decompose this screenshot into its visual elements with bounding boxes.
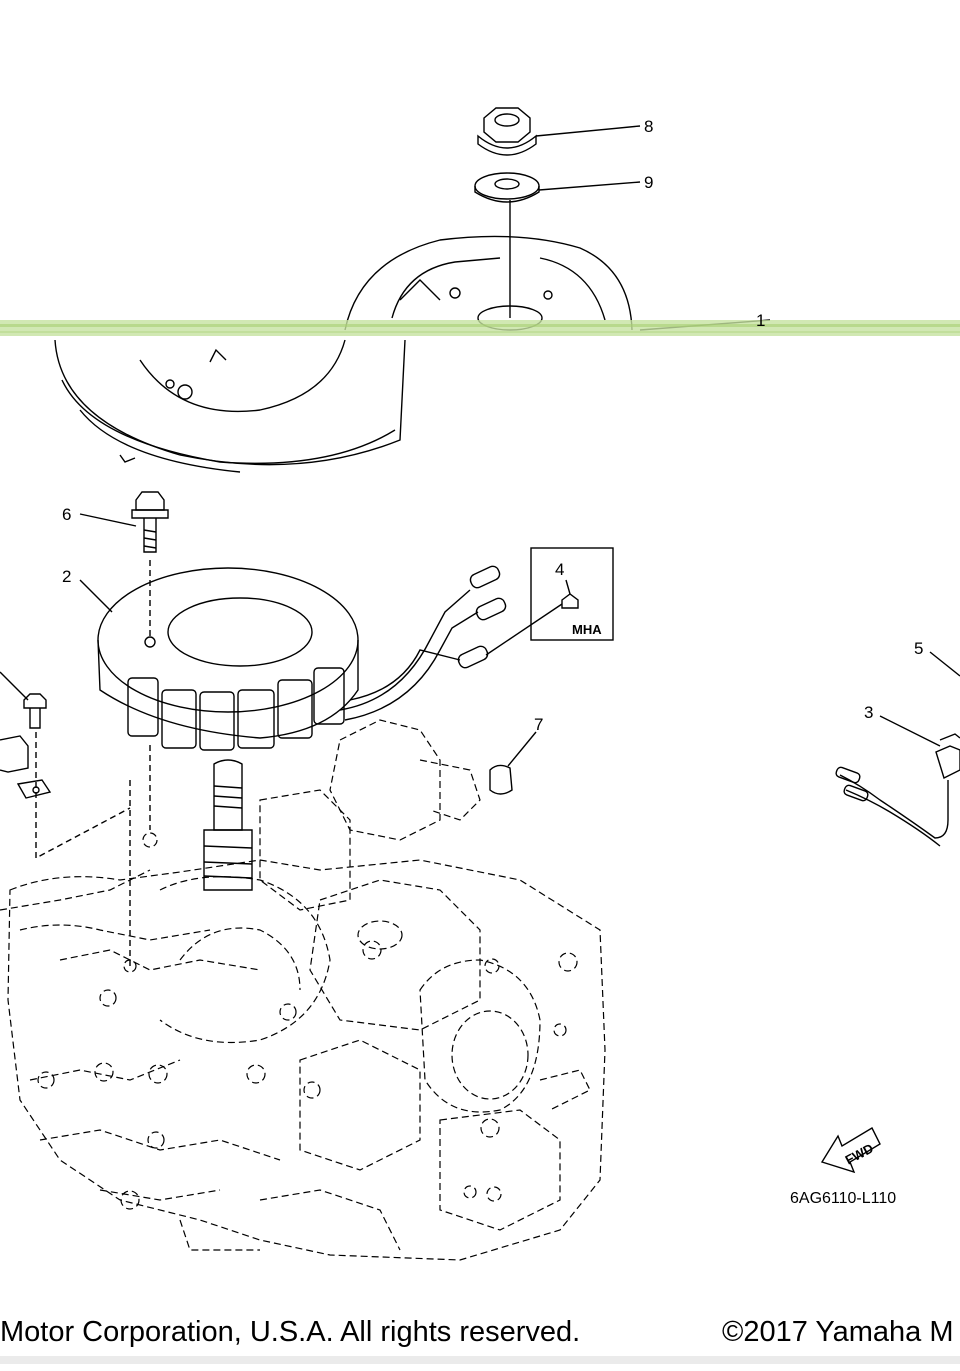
fwd-arrow-label: FWD bbox=[843, 1140, 876, 1167]
callout-7: 7 bbox=[534, 715, 543, 734]
left-bracket-part bbox=[0, 693, 52, 799]
leader-line-5 bbox=[929, 651, 960, 677]
leader-line-6 bbox=[79, 513, 137, 527]
leader-line-3 bbox=[879, 715, 941, 747]
callout-2: 2 bbox=[62, 567, 71, 586]
leader-line-2 bbox=[79, 579, 113, 613]
callout-9: 9 bbox=[644, 173, 653, 192]
stator-coil-part bbox=[97, 565, 507, 751]
callout-5: 5 bbox=[914, 639, 923, 658]
crankshaft-part bbox=[203, 759, 253, 891]
drawing-code: 6AG6110-L110 bbox=[790, 1190, 896, 1207]
callout-4: 4 bbox=[555, 560, 564, 579]
engine-block-part bbox=[0, 719, 606, 1261]
mha-variant-box bbox=[485, 547, 614, 656]
scan-noise-band bbox=[0, 320, 960, 1364]
copyright-footer-right: ©2017 Yamaha M bbox=[722, 1316, 954, 1348]
washer-part bbox=[474, 172, 540, 203]
woodruff-key-part bbox=[489, 764, 513, 795]
copyright-footer-left: Motor Corporation, U.S.A. All rights res… bbox=[0, 1316, 581, 1348]
callout-8: 8 bbox=[644, 117, 653, 136]
leader-line-9 bbox=[538, 181, 641, 191]
flange-nut-part bbox=[477, 107, 537, 156]
leader-line-8 bbox=[535, 125, 641, 137]
mha-box-label: MHA bbox=[572, 622, 602, 637]
pulser-coil-part bbox=[835, 733, 960, 847]
callout-6: 6 bbox=[62, 505, 71, 524]
forward-direction-arrow bbox=[820, 1127, 881, 1174]
callout-1: 1 bbox=[756, 311, 765, 330]
flywheel-rotor-part bbox=[54, 200, 633, 473]
leader-line-7 bbox=[507, 731, 537, 767]
callout-3: 3 bbox=[864, 703, 873, 722]
stator-bolt-part bbox=[131, 491, 169, 553]
